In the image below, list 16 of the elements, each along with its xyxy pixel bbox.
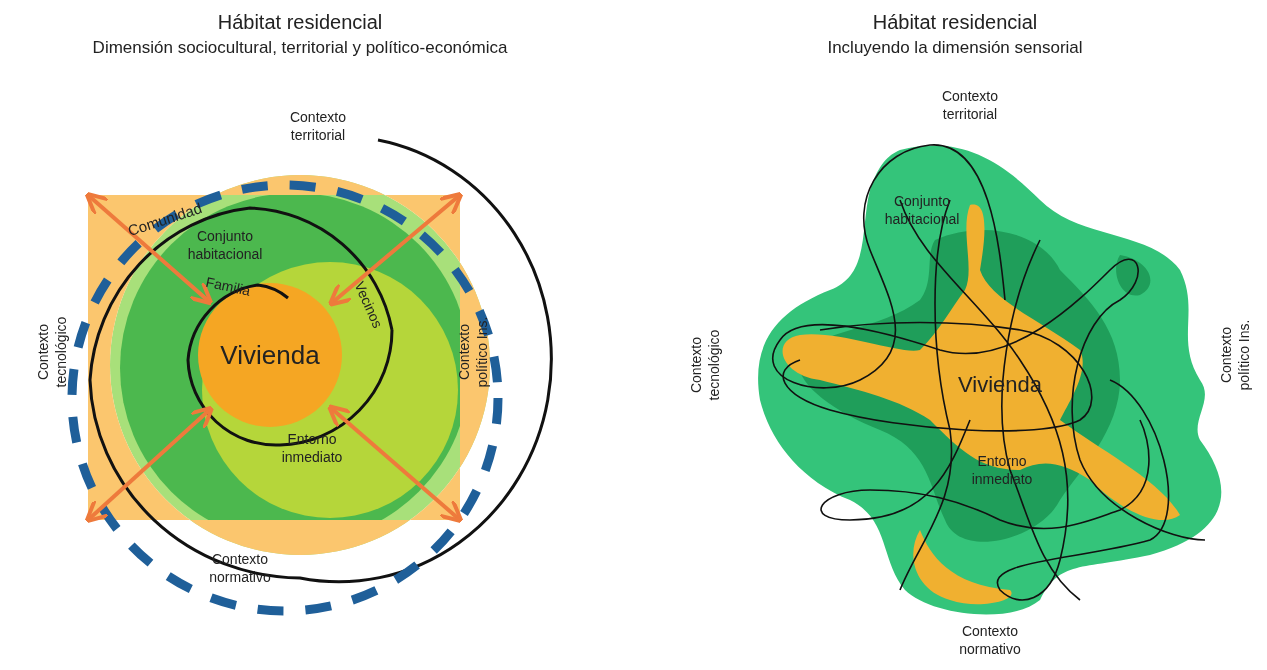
double-arrow xyxy=(84,405,215,524)
panel-subtitle: Incluyendo la dimensión sensorial xyxy=(826,37,1084,59)
context-label: Contexto territorial xyxy=(940,87,999,123)
context-label: Contexto tecnológico xyxy=(34,315,70,390)
double-arrow xyxy=(326,404,464,524)
panel-title: Hábitat residencial xyxy=(871,9,1039,35)
double-arrow xyxy=(84,191,214,306)
context-label: Contexto normativo xyxy=(208,550,272,586)
context-label: Contexto normativo xyxy=(958,622,1022,658)
context-label: Contexto territorial xyxy=(288,108,347,144)
context-label: Contexto político Ins. xyxy=(455,315,491,390)
panel-title: Hábitat residencial xyxy=(216,9,384,35)
context-label: Contexto tecnológico xyxy=(687,328,723,403)
double-arrow xyxy=(327,191,464,307)
context-label: Contexto político Ins. xyxy=(1217,318,1253,393)
panel-subtitle: Dimensión sociocultural, territorial y político-económica xyxy=(91,37,509,59)
